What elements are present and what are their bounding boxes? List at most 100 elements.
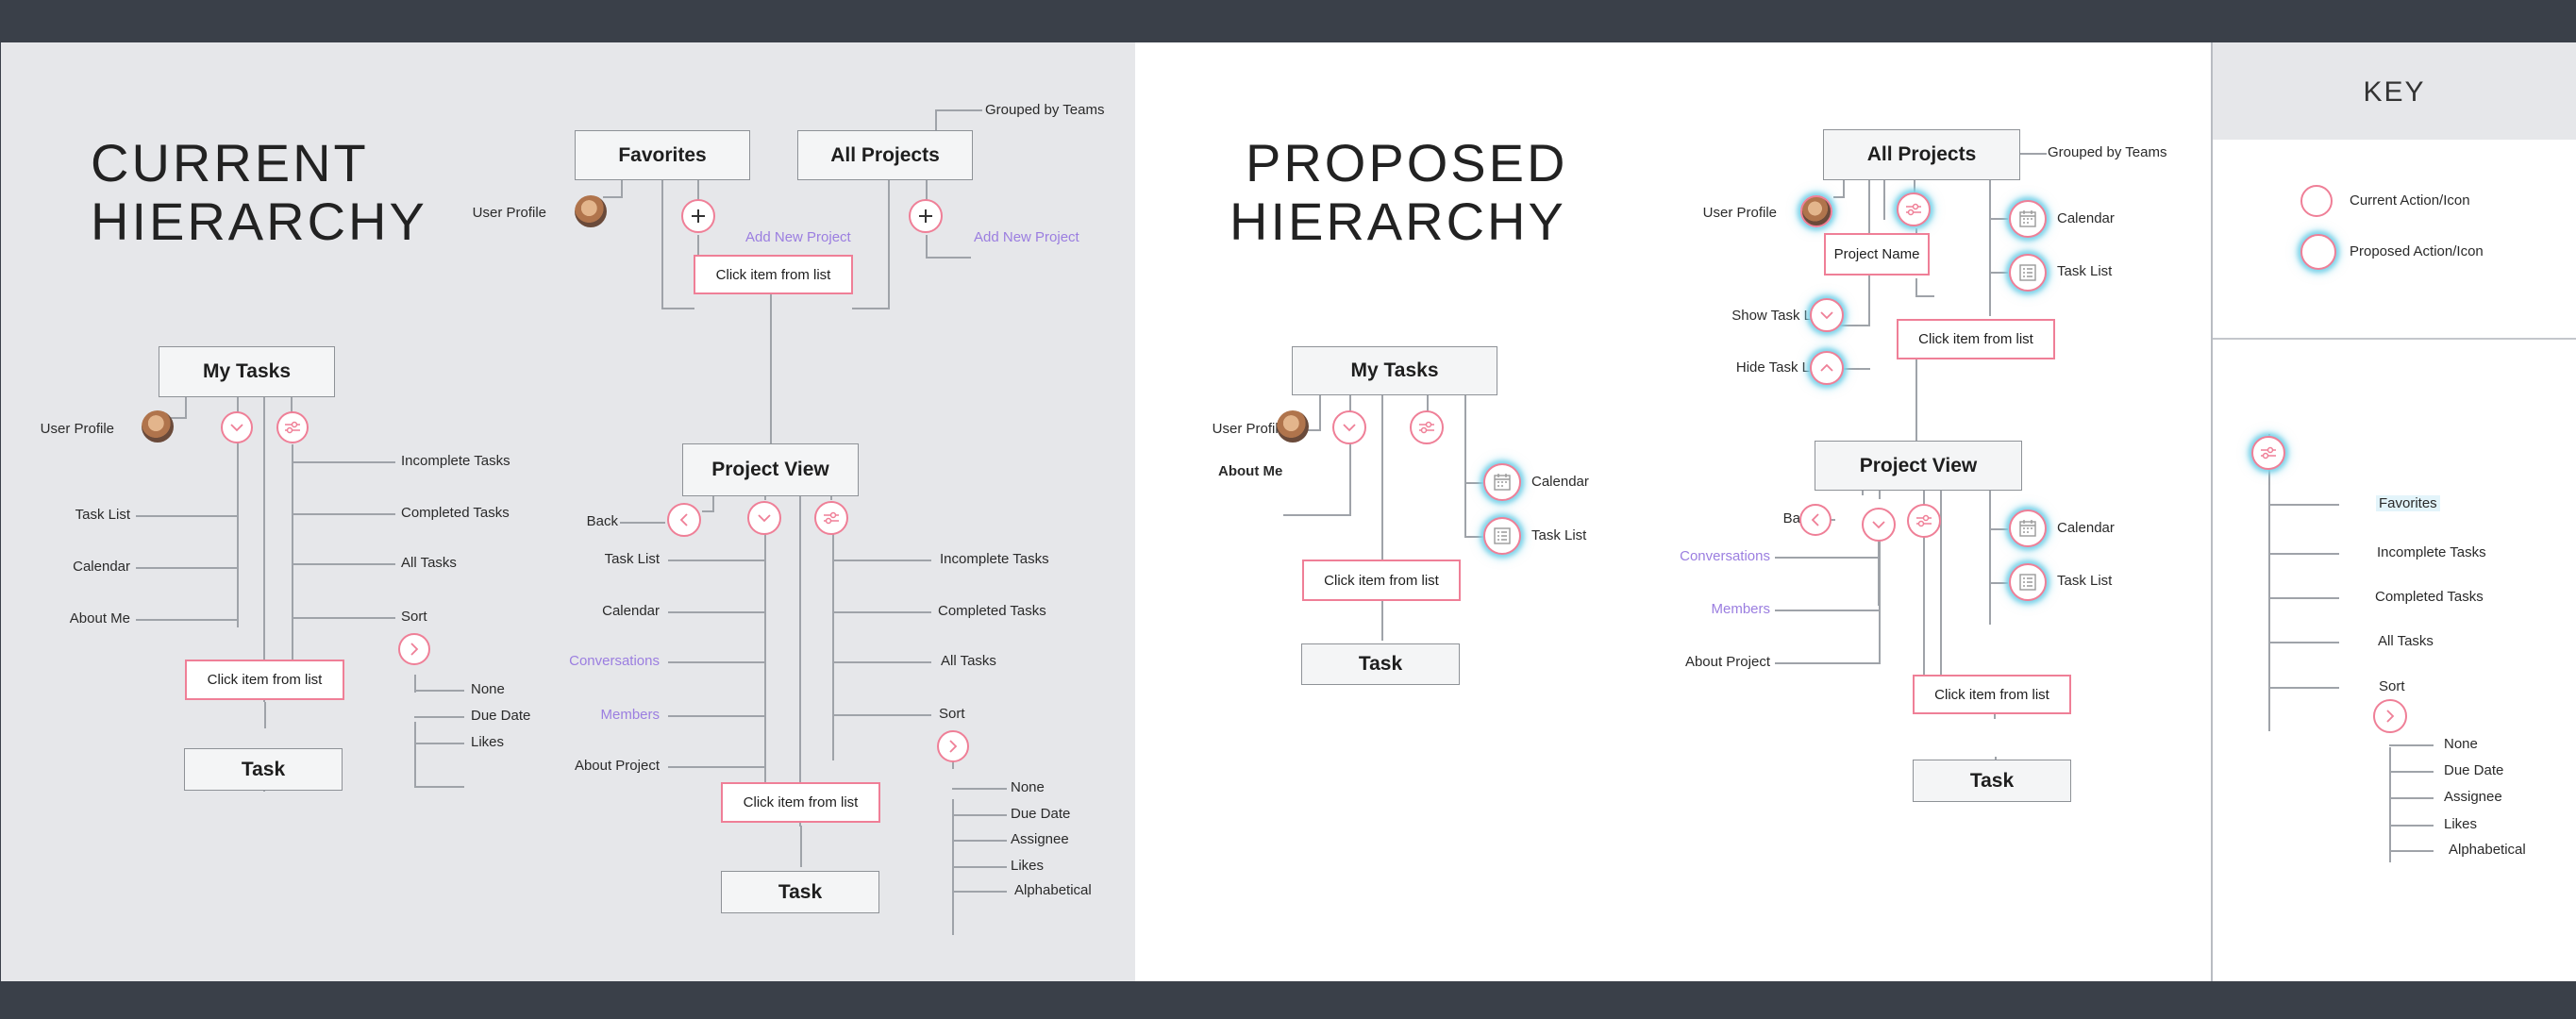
sort-alphabetical-label: Alphabetical [1014, 882, 1092, 898]
chevron-right-icon[interactable] [937, 730, 969, 762]
user-profile-label: User Profile [40, 421, 114, 437]
sort-likes-label: Likes [2444, 816, 2478, 832]
click-item-box[interactable]: Click item from list [1302, 560, 1461, 601]
favorites-label: Favorites [2376, 495, 2440, 511]
top-bar [0, 0, 2576, 42]
chevron-right-icon[interactable] [398, 633, 430, 665]
click-item-box[interactable]: Click item from list [694, 255, 853, 294]
task-box[interactable]: Task [1913, 760, 2071, 802]
proposed-title-line1: PROPOSED [1246, 133, 1568, 192]
filter-sliders-icon[interactable] [2251, 436, 2285, 470]
list-icon[interactable] [2009, 563, 2047, 601]
task-list-label: Task List [2057, 573, 2113, 589]
members-link[interactable]: Members [600, 707, 660, 723]
chevron-down-icon[interactable] [221, 411, 253, 443]
project-view-box[interactable]: Project View [682, 443, 859, 496]
my-tasks-box[interactable]: My Tasks [1292, 346, 1497, 395]
sort-assignee-label: Assignee [1011, 831, 1069, 847]
about-me-label: About Me [1218, 463, 1283, 479]
key-divider [2213, 338, 2576, 340]
add-new-project-link[interactable]: Add New Project [974, 229, 1079, 245]
calendar-icon[interactable] [2009, 510, 2047, 547]
grouped-by-teams-label: Grouped by Teams [985, 102, 1105, 118]
about-project-label: About Project [1684, 654, 1770, 670]
filter-sliders-icon[interactable] [1907, 504, 1941, 538]
chevron-left-icon[interactable] [1799, 504, 1832, 536]
chevron-right-icon[interactable] [2373, 699, 2407, 733]
plus-icon[interactable] [681, 199, 715, 233]
show-task-list-label: Show Task List [1731, 308, 1826, 324]
avatar[interactable] [142, 410, 174, 443]
bottom-bar [0, 981, 2576, 1019]
about-me-label: About Me [69, 610, 130, 626]
chevron-down-icon[interactable] [1810, 298, 1844, 332]
all-tasks-label: All Tasks [401, 555, 457, 571]
project-name-box[interactable]: Project Name [1824, 233, 1930, 276]
calendar-icon[interactable] [1483, 463, 1521, 501]
calendar-label: Calendar [2057, 520, 2115, 536]
avatar[interactable] [1800, 195, 1832, 227]
plus-icon[interactable] [909, 199, 943, 233]
calendar-label: Calendar [602, 603, 660, 619]
filter-sliders-icon[interactable] [276, 411, 309, 443]
about-project-label: About Project [574, 758, 660, 774]
click-item-box[interactable]: Click item from list [1913, 675, 2071, 714]
my-tasks-box[interactable]: My Tasks [159, 346, 335, 397]
all-projects-box[interactable]: All Projects [797, 130, 973, 180]
sort-alphabetical-label: Alphabetical [2449, 842, 2526, 858]
add-new-project-link[interactable]: Add New Project [745, 229, 851, 245]
calendar-label: Calendar [1531, 474, 1589, 490]
filter-sliders-icon[interactable] [1410, 410, 1444, 444]
proposed-title-line2: HIERARCHY [1229, 192, 1566, 251]
chevron-down-icon[interactable] [1862, 508, 1896, 542]
completed-tasks-label: Completed Tasks [2375, 589, 2484, 605]
sort-none-label: None [2444, 736, 2478, 752]
avatar[interactable] [575, 195, 607, 227]
incomplete-tasks-label: Incomplete Tasks [401, 453, 510, 469]
sort-label: Sort [401, 609, 427, 625]
filter-sliders-icon[interactable] [1897, 192, 1931, 226]
click-item-box[interactable]: Click item from list [1897, 319, 2055, 359]
calendar-label: Calendar [73, 559, 130, 575]
completed-tasks-label: Completed Tasks [938, 603, 1046, 619]
task-list-label: Task List [604, 551, 660, 567]
task-box[interactable]: Task [1301, 643, 1460, 685]
project-view-box[interactable]: Project View [1815, 441, 2022, 491]
grouped-by-teams-label: Grouped by Teams [2048, 144, 2167, 160]
current-title-line1: CURRENT [91, 133, 369, 192]
click-item-box[interactable]: Click item from list [185, 660, 344, 700]
list-icon[interactable] [1483, 517, 1521, 555]
sort-assignee-label: Assignee [2444, 789, 2502, 805]
sort-label: Sort [939, 706, 965, 722]
chevron-down-icon[interactable] [1332, 410, 1366, 444]
sort-none-label: None [1011, 779, 1045, 795]
chevron-left-icon[interactable] [667, 503, 701, 537]
proposed-action-icon-sample [2300, 234, 2336, 270]
all-projects-box[interactable]: All Projects [1823, 129, 2020, 180]
current-title-line2: HIERARCHY [91, 192, 427, 251]
completed-tasks-label: Completed Tasks [401, 505, 510, 521]
avatar[interactable] [1277, 410, 1309, 443]
sort-due-date-label: Due Date [2444, 762, 2504, 778]
members-link[interactable]: Members [1711, 601, 1770, 617]
calendar-icon[interactable] [2009, 200, 2047, 238]
conversations-link[interactable]: Conversations [569, 653, 660, 669]
list-icon[interactable] [2009, 254, 2047, 292]
task-box[interactable]: Task [184, 748, 343, 791]
click-item-box[interactable]: Click item from list [721, 782, 880, 823]
calendar-label: Calendar [2057, 210, 2115, 226]
chevron-down-icon[interactable] [747, 501, 781, 535]
task-box[interactable]: Task [721, 871, 879, 913]
sort-likes-label: Likes [471, 734, 505, 750]
conversations-link[interactable]: Conversations [1680, 548, 1770, 564]
task-list-label: Task List [75, 507, 130, 523]
proposed-hierarchy-panel: PROPOSED HIERARCHY [1135, 42, 2211, 981]
favorites-box[interactable]: Favorites [575, 130, 750, 180]
task-list-label: Task List [2057, 263, 2113, 279]
chevron-up-icon[interactable] [1810, 351, 1844, 385]
filter-sliders-icon[interactable] [814, 501, 848, 535]
user-profile-label: User Profile [1702, 205, 1777, 221]
sort-due-date-label: Due Date [1011, 806, 1071, 822]
task-list-label: Task List [1531, 527, 1587, 543]
current-action-icon-sample [2300, 185, 2333, 217]
